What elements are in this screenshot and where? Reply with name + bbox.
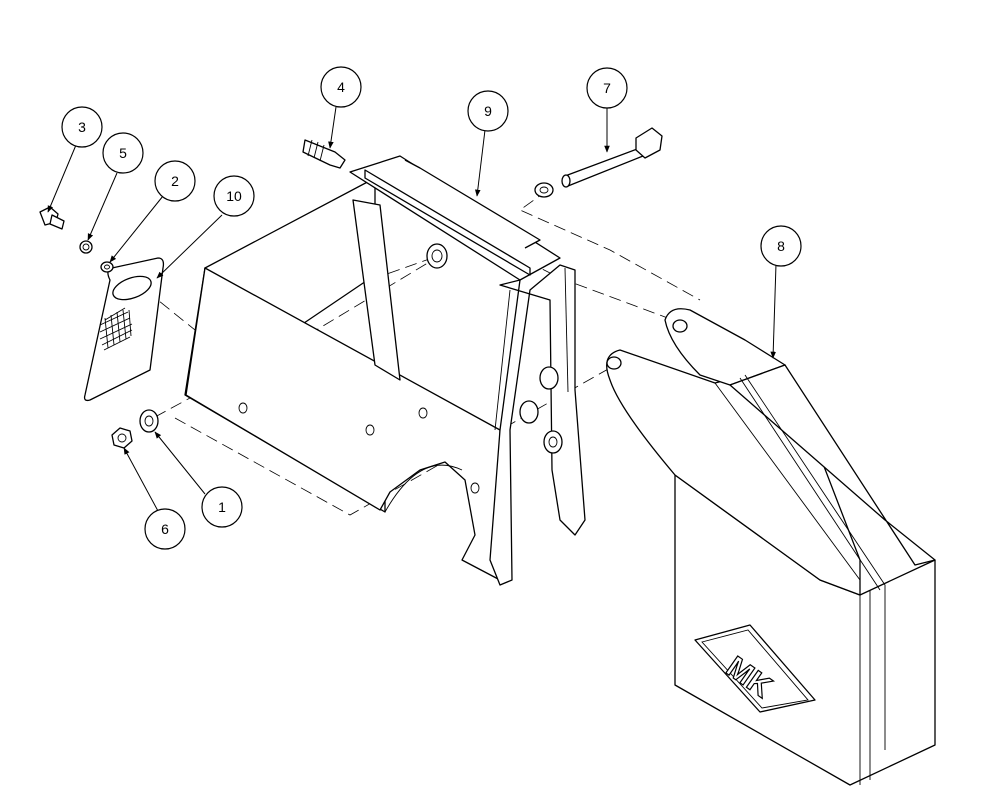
hose-fitting [302,139,346,169]
callout-4: 4 [320,66,362,149]
callout-label: 9 [484,103,492,119]
callout-1: 1 [154,431,243,528]
washer-7 [534,182,554,198]
clip-plate [83,257,165,402]
callout-8: 8 [760,225,802,359]
bracket-housing [184,155,586,586]
callout-3: 3 [47,106,103,213]
hex-nut [111,427,133,449]
callout-label: 1 [218,499,226,515]
callout-label: 10 [226,188,242,204]
lock-washer [79,240,93,254]
long-bolt [561,127,663,188]
grip-pattern [99,307,133,351]
callout-label: 7 [603,80,611,96]
bolt [39,206,65,230]
guard-cover: MK [606,308,936,786]
callout-10: 10 [156,175,255,279]
callout-7: 7 [586,67,628,153]
callout-9: 9 [467,90,509,197]
callout-2: 2 [109,160,196,263]
bracket-boss [519,366,563,454]
washer-1 [139,409,159,433]
callout-label: 4 [337,79,345,95]
callout-label: 5 [119,145,127,161]
washer [100,261,114,273]
mk-logo: MK [694,624,816,713]
callout-label: 3 [78,119,86,135]
callout-label: 2 [171,173,179,189]
callout-label: 8 [777,238,785,254]
callout-5: 5 [87,132,144,241]
callout-6: 6 [123,447,186,550]
callout-label: 6 [161,521,169,537]
